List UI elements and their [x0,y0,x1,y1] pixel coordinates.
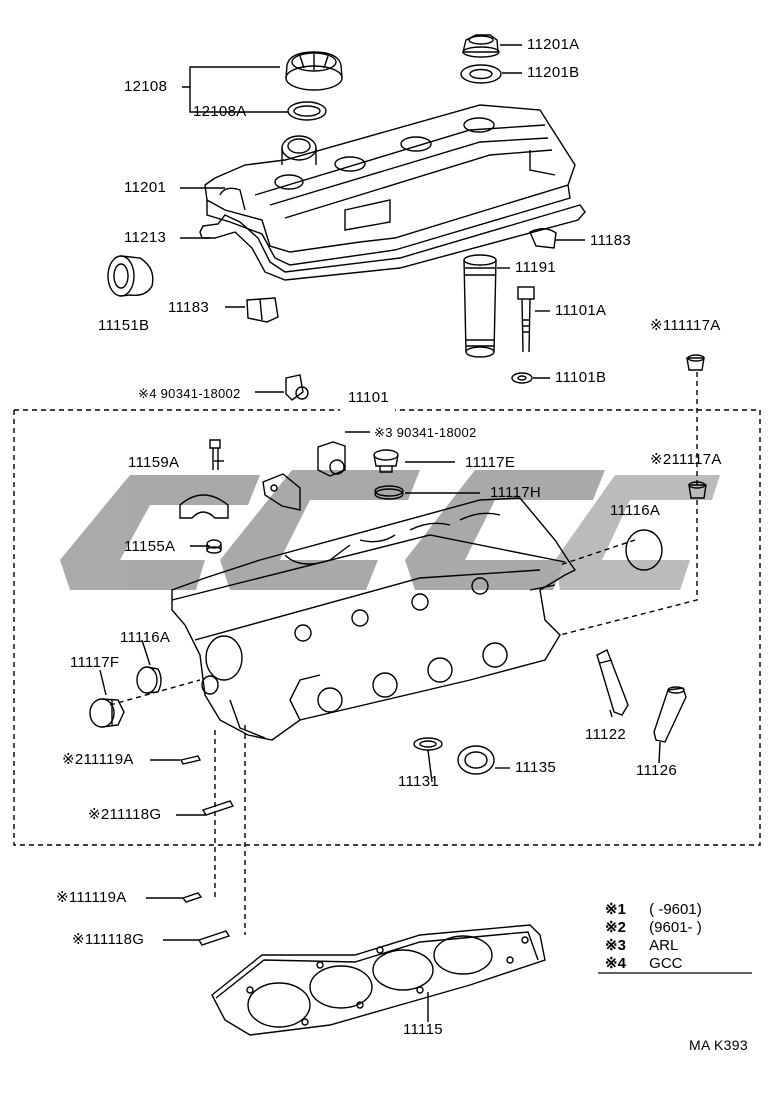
part-11117A-mid [688,481,707,499]
label-11201: 11201 [124,179,167,196]
label-11201A: 11201A [527,36,580,53]
part-11119A-pin-1 [181,892,203,903]
label-11191: 11191 [515,259,556,276]
label-12108: 12108 [124,78,168,95]
label-11183-left: 11183 [168,299,209,316]
part-11116A-left [136,666,162,694]
part-11201B [460,64,502,84]
note-key: ※3 [605,937,626,954]
note-key: ※4 [605,955,626,972]
part-11119A-pin-2 [179,755,202,765]
part-11126-guide [653,686,687,743]
part-11117A-top [686,354,705,371]
cylinder-head-kit-boundary [13,409,761,846]
label-11117F: 11117F [70,654,120,671]
label-11116A-right: 11116A [610,502,661,519]
label-11101B: 11101B [555,369,607,386]
label-11213: 11213 [124,229,167,246]
part-11159A-bolt [209,439,221,470]
note-value: GCC [649,955,683,972]
label-12108A: 12108A [193,103,247,120]
label-11117A-top: ※111117A [650,317,721,334]
label-11119A-s2: ※211119A [62,751,134,768]
part-11117F-plug [89,698,125,728]
part-11135-seal [457,745,495,775]
label-11126: 11126 [636,762,677,779]
part-bearing-cap [179,494,229,519]
label-11151B: 11151B [98,317,150,334]
note-value: (9601- ) [649,919,702,936]
watermark-logo [60,470,720,590]
label-11155A: 11155A [124,538,176,555]
note-row-4: ※4 GCC [605,954,683,972]
label-11159A: 11159A [128,454,180,471]
part-11118G-pin-2 [201,800,235,816]
part-11151B-seal [107,255,154,297]
part-11117H-gasket [374,485,404,500]
label-11201B: 11201B [527,64,580,81]
label-11183-right: 11183 [590,232,631,249]
part-11201-head-cover [204,104,576,266]
part-11117E-plug [373,449,399,473]
part-11101-cylinder-head [171,497,577,741]
part-11118G-pin-1 [197,930,231,946]
part-11191-plug-tube [463,254,497,358]
part-11213-gasket [199,204,586,281]
part-11131-gasket [413,737,443,751]
part-11201A [462,34,500,58]
label-11131: 11131 [398,773,439,790]
part-11116A-right [625,529,663,571]
part-11115-head-gasket [211,924,546,1036]
note-value: ( -9601) [649,901,702,918]
note-key: ※1 [605,901,626,918]
label-11135: 11135 [515,759,556,776]
label-11118G-s1: ※111118G [72,931,145,948]
note-key: ※2 [605,919,626,936]
label-11115: 11115 [403,1021,443,1038]
part-11155A [206,539,222,554]
part-11122-guide [596,649,629,716]
label-11118G-s2: ※211118G [88,806,162,823]
part-11101A-bolt [517,286,535,353]
part-bracket [262,473,301,511]
label-11101: 11101 [348,389,389,406]
part-90341-arl [317,441,346,477]
note-row-3: ※3 ARL [605,936,678,954]
label-11122: 11122 [585,726,626,743]
label-11117E: 11117E [465,454,516,471]
label-90341-arl: ※3 90341-18002 [374,425,477,440]
part-11183-right [529,228,557,249]
note-value: ARL [649,937,679,954]
note-row-2: ※2 (9601- ) [605,918,702,936]
part-11183-left [246,297,279,323]
label-11116A-left: 11116A [120,629,171,646]
label-11117A-mid: ※211117A [650,451,722,468]
part-90341-gcc [285,374,309,401]
part-12108 [285,51,343,91]
label-11119A-s1: ※111119A [56,889,127,906]
part-12108A [287,101,327,121]
label-90341-gcc: ※4 90341-18002 [138,386,241,401]
label-11101A: 11101A [555,302,607,319]
part-11101B-washer [511,372,533,384]
diagram-code: MA K393 [689,1037,748,1053]
label-11117H: 11117H [490,484,542,501]
note-row-1: ※1 ( -9601) [605,900,702,918]
